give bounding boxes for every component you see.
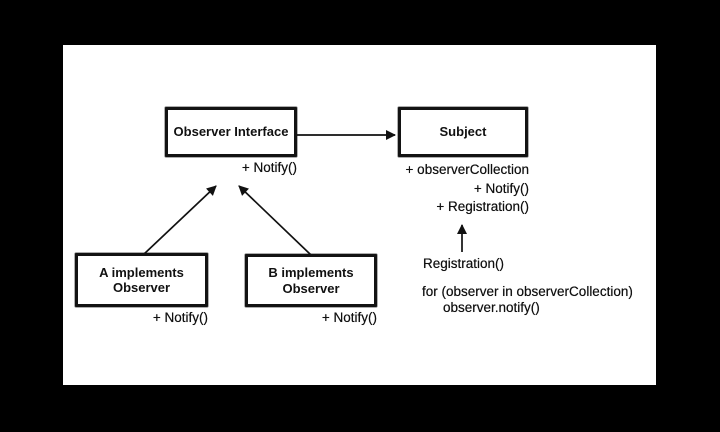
implementation-b-title-line2: Observer [282,280,340,296]
observer-interface-method: + Notify() [241,160,297,175]
implementation-a-box: A implements Observer [75,253,208,307]
implementation-a-method: + Notify() [152,310,208,325]
subject-method-registration: + Registration() [436,199,529,215]
implementation-a-title-line2: Observer [112,280,171,295]
pseudocode-for-loop: for (observer in observerCollection) [422,284,633,299]
diagram-canvas: Observer Interface Subject A implements … [63,45,656,385]
subject-title: Subject [439,124,487,140]
implementation-b-title-line1: B implements [268,265,354,281]
arrow-b-to-interface [238,185,312,256]
observer-interface-title: Observer Interface [173,124,289,140]
implementation-a-title-line1: A implements [99,264,184,280]
subject-members: + observerCollection + Notify() + Regist… [379,161,529,217]
arrows-layer [142,130,467,256]
pseudocode-notify-call: observer.notify() [443,300,540,316]
subject-method-notify: + Notify() [473,180,529,196]
arrow-a-to-interface [142,185,217,256]
subject-attribute-collection: + observerCollection [405,162,529,177]
implementation-b-method: + Notify() [321,310,377,325]
subject-box: Subject [398,107,528,157]
registration-call-label: Registration() [423,256,505,271]
notify-pseudocode: for (observer in observerCollection) obs… [422,284,633,316]
observer-interface-box: Observer Interface [165,107,297,157]
implementation-b-box: B implements Observer [245,254,377,307]
